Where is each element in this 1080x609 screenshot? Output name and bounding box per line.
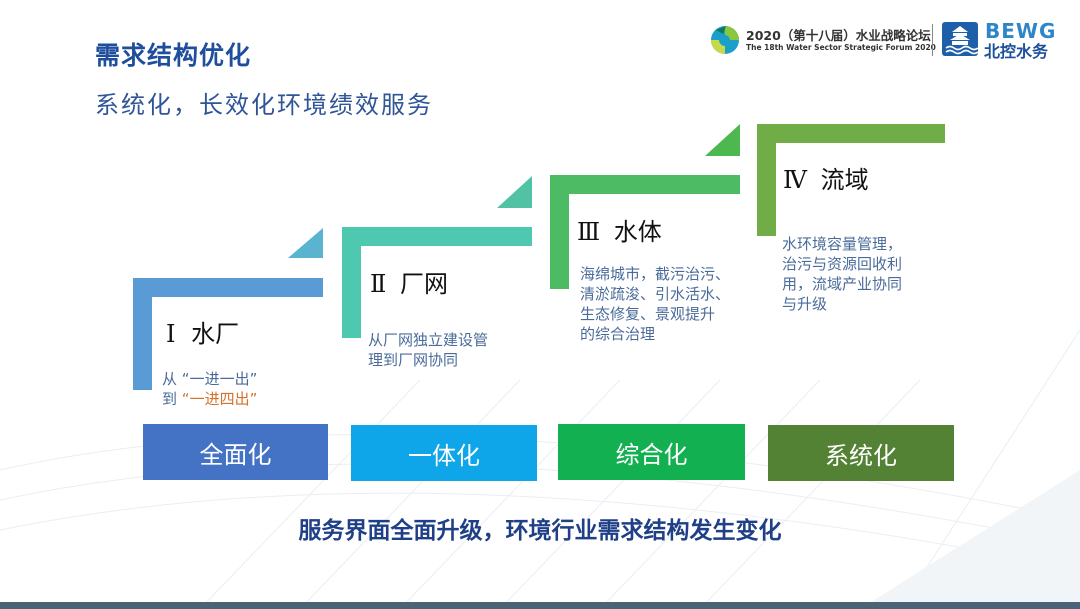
step-2-description: 从厂网独立建设管 理到厂网协同 <box>368 330 488 370</box>
step-1-desc-quote-from: “一进一出” <box>181 370 258 388</box>
step-3-description: 海绵城市，截污治污、 清淤疏浚、引水活水、 生态修复、景观提升 的综合治理 <box>580 264 730 344</box>
step-1-top-bar <box>133 278 323 297</box>
step-4-name: 流域 <box>820 166 869 194</box>
step-2-desc-line: 从厂网独立建设管 <box>368 331 489 349</box>
step-4-side-bar <box>757 124 776 236</box>
step-3-desc-line: 生态修复、景观提升 <box>580 305 716 323</box>
step-4-description: 水环境容量管理， 治污与资源回收利 用，流域产业协同 与升级 <box>782 234 902 314</box>
step-4-desc-line: 水环境容量管理， <box>782 235 903 253</box>
logo-divider <box>932 24 933 56</box>
category-box-systematic: 系统化 <box>768 425 954 481</box>
step-2-desc-line: 理到厂网协同 <box>368 351 459 369</box>
step-1-desc-prefix-to: 到 <box>162 390 178 408</box>
step-2-numeral: Ⅱ <box>370 270 387 298</box>
step-4-numeral: Ⅳ <box>783 166 807 194</box>
step-1-numeral: Ⅰ <box>166 320 176 348</box>
step-2-title: Ⅱ 厂网 <box>370 264 448 299</box>
company-name-en: BEWG <box>985 19 1057 43</box>
step-1-arrow-triangle <box>288 228 323 258</box>
step-1-title: Ⅰ 水厂 <box>166 314 239 349</box>
bottom-bar <box>0 602 1080 609</box>
page-title: 需求结构优化 <box>95 41 252 70</box>
step-2-arrow-triangle <box>497 176 532 208</box>
step-3-numeral: Ⅲ <box>577 218 601 246</box>
step-3-title: Ⅲ 水体 <box>577 212 662 247</box>
step-4-desc-line: 与升级 <box>782 295 828 313</box>
step-2-side-bar <box>342 227 361 338</box>
step-3-desc-line: 海绵城市，截污治污、 <box>580 265 731 283</box>
step-4-top-bar <box>757 124 945 143</box>
step-1-name: 水厂 <box>191 320 240 348</box>
step-3-name: 水体 <box>613 218 662 246</box>
step-4-title: Ⅳ 流域 <box>783 160 869 195</box>
step-3-desc-line: 清淤疏浚、引水活水、 <box>580 285 731 303</box>
step-2-top-bar <box>342 227 532 246</box>
forum-name-en: The 18th Water Sector Strategic Forum 20… <box>746 43 936 52</box>
step-1-description: 从 “一进一出” 到 “一进四出” <box>162 369 257 409</box>
category-box-comprehensive: 全面化 <box>143 424 328 480</box>
step-4-desc-line: 治污与资源回收利 <box>782 255 903 273</box>
conclusion-text: 服务界面全面升级，环境行业需求结构发生变化 <box>298 518 782 544</box>
page-subtitle: 系统化，长效化环境绩效服务 <box>95 91 433 119</box>
step-3-desc-line: 的综合治理 <box>580 325 656 343</box>
company-name-cn: 北控水务 <box>984 42 1049 61</box>
category-box-integrated: 一体化 <box>351 425 537 481</box>
step-1-side-bar <box>133 278 152 390</box>
category-box-synthesized: 综合化 <box>558 424 745 480</box>
step-3-arrow-triangle <box>705 124 740 156</box>
step-3-side-bar <box>550 175 569 289</box>
step-1-desc-quote-to: “一进四出” <box>181 390 258 408</box>
step-1-desc-prefix-from: 从 <box>162 370 178 388</box>
step-4-desc-line: 用，流域产业协同 <box>782 275 903 293</box>
step-2-name: 厂网 <box>399 270 448 298</box>
forum-name-cn: 2020（第十八届）水业战略论坛 <box>746 28 931 43</box>
step-3-top-bar <box>550 175 740 194</box>
bewg-temple-logo-icon <box>942 22 978 56</box>
forum-logo-icon <box>711 26 739 54</box>
